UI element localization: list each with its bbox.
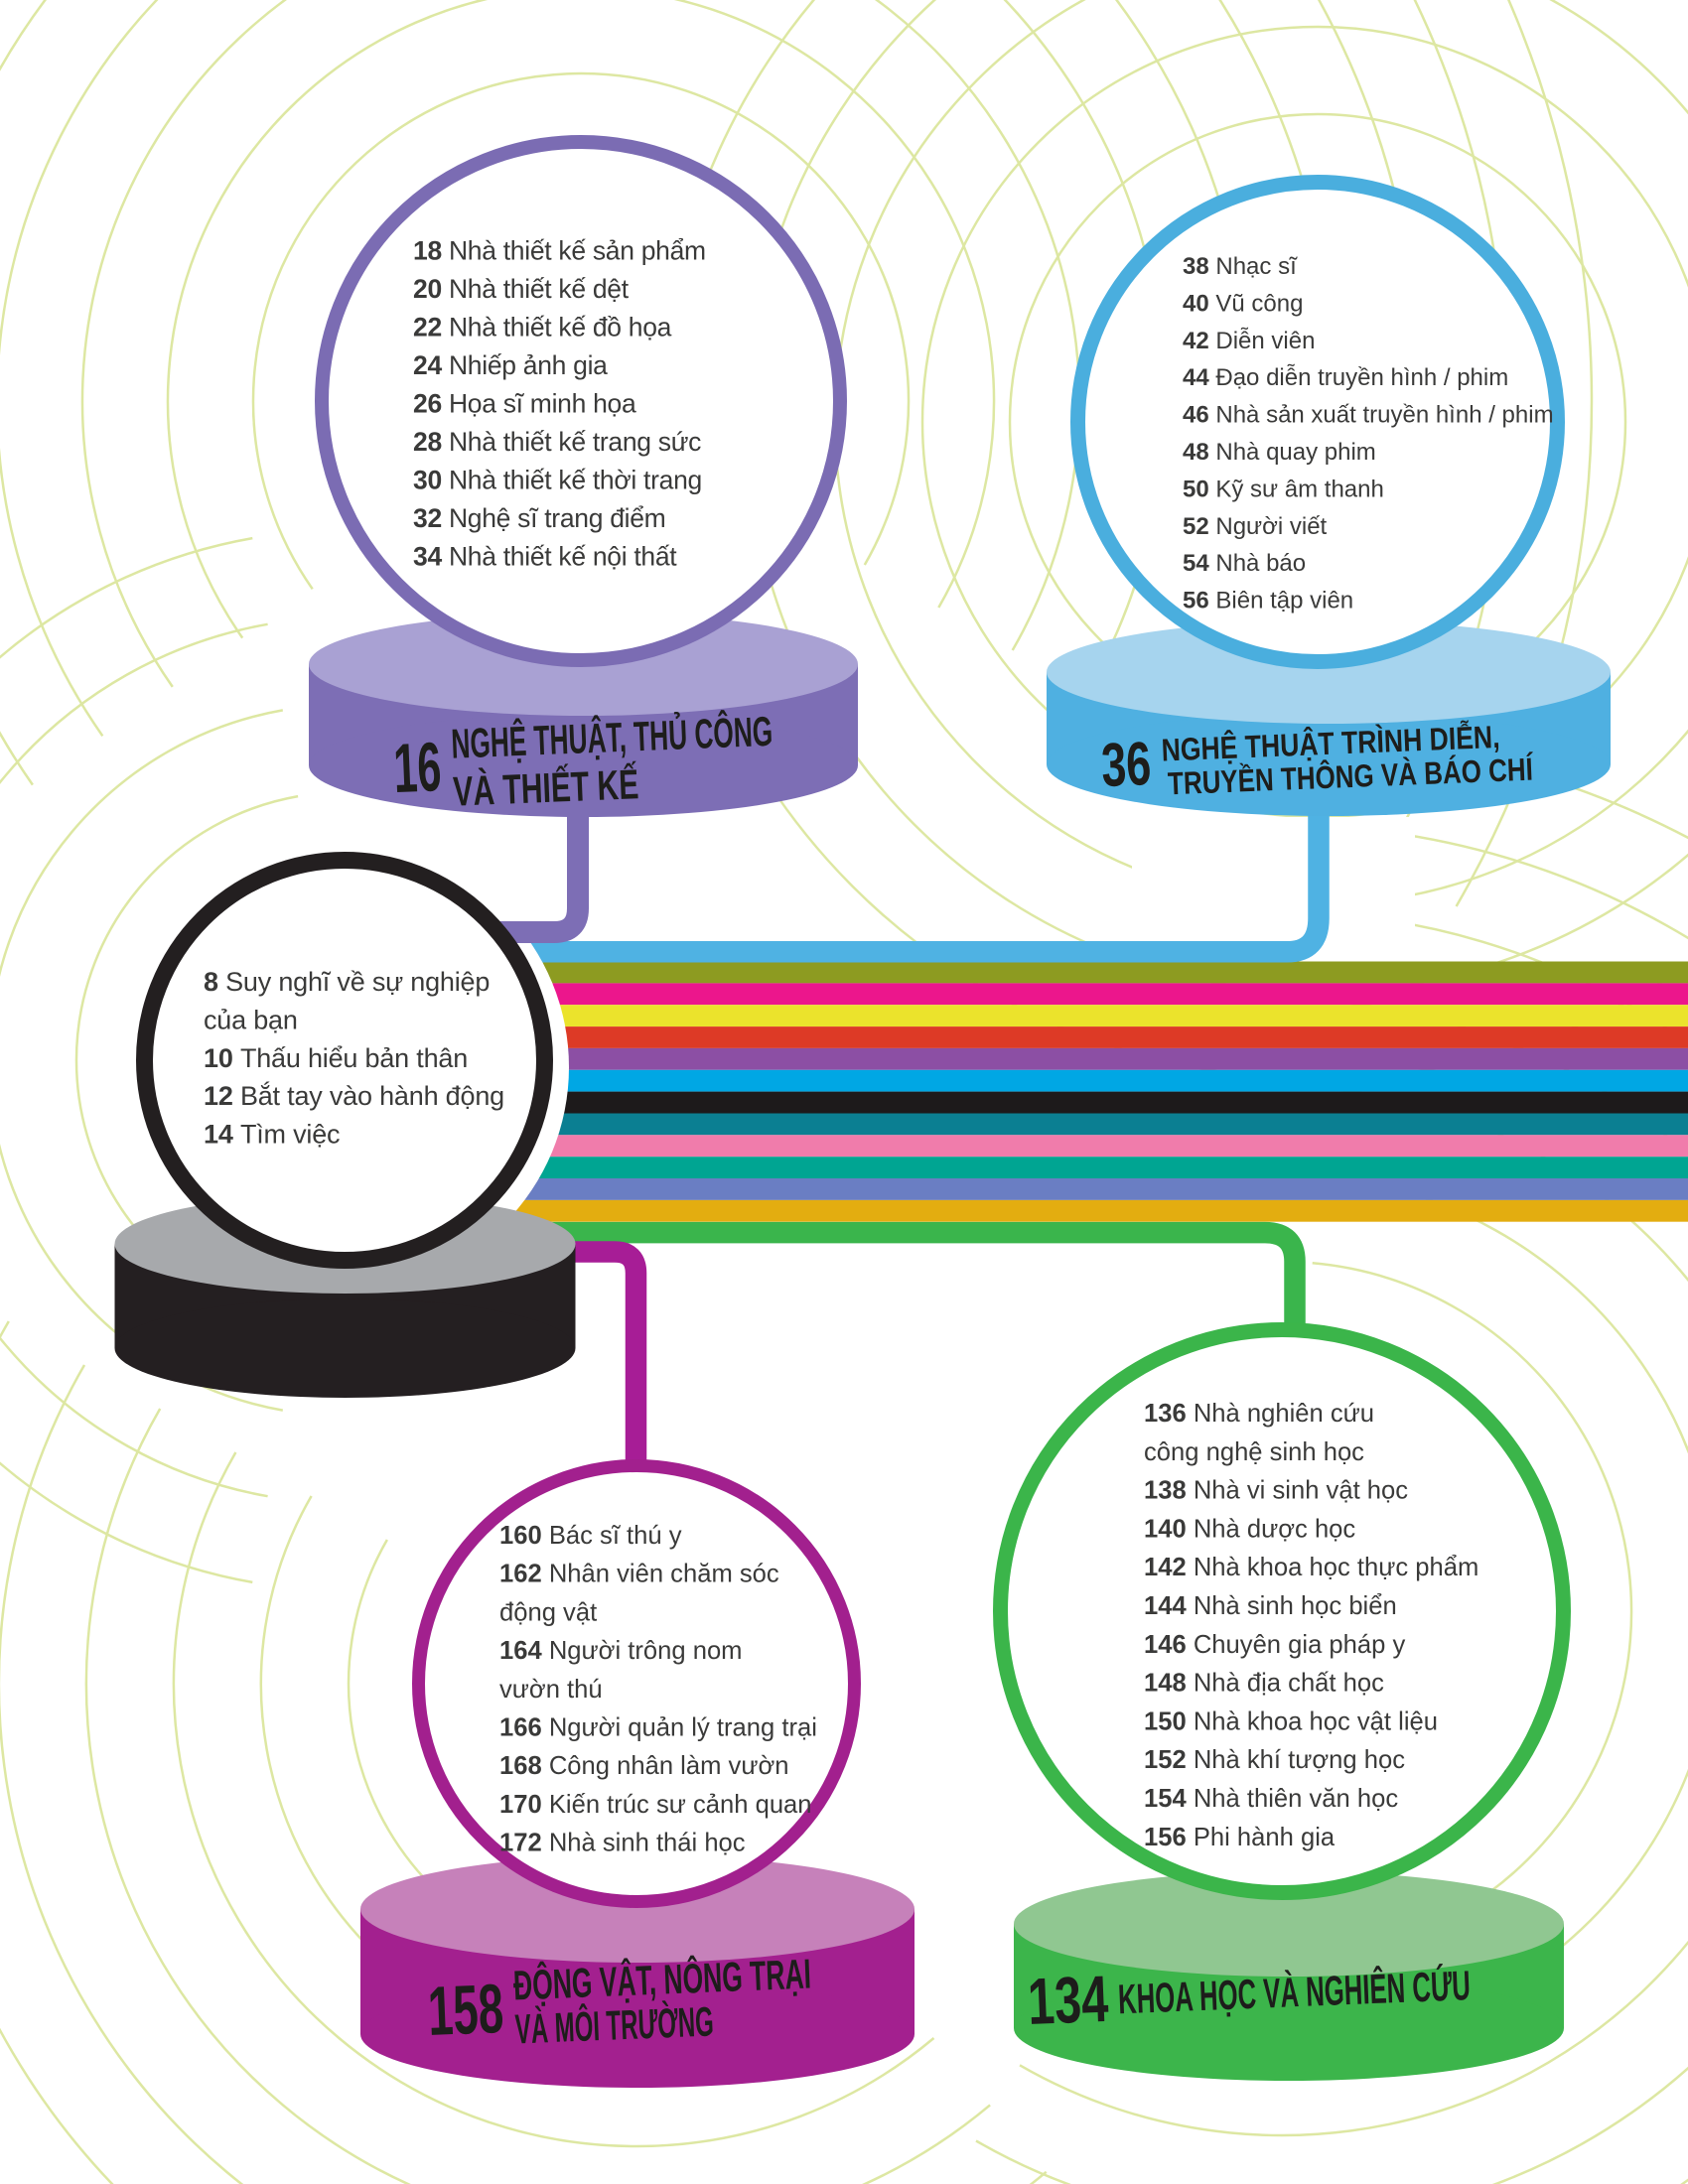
svg-text:30 Nhà thiết kế thời trang: 30 Nhà thiết kế thời trang bbox=[413, 466, 702, 495]
svg-text:22 Nhà thiết kế đồ họa: 22 Nhà thiết kế đồ họa bbox=[413, 313, 672, 342]
svg-text:40 Vũ công: 40 Vũ công bbox=[1183, 290, 1303, 317]
svg-text:36: 36 bbox=[1100, 730, 1153, 800]
svg-text:48 Nhà quay phim: 48 Nhà quay phim bbox=[1183, 439, 1376, 466]
svg-text:172 Nhà sinh thái học: 172 Nhà sinh thái học bbox=[499, 1830, 746, 1857]
svg-text:160 Bác sĩ thú y: 160 Bác sĩ thú y bbox=[499, 1522, 682, 1550]
svg-text:vườn thú: vườn thú bbox=[499, 1676, 603, 1704]
svg-text:14 Tìm việc: 14 Tìm việc bbox=[204, 1120, 340, 1150]
svg-text:156 Phi hành gia: 156 Phi hành gia bbox=[1144, 1824, 1336, 1851]
svg-text:146 Chuyên gia pháp y: 146 Chuyên gia pháp y bbox=[1144, 1631, 1405, 1659]
svg-text:144 Nhà sinh học biển: 144 Nhà sinh học biển bbox=[1144, 1592, 1397, 1620]
svg-text:của bạn: của bạn bbox=[204, 1005, 298, 1034]
svg-text:150 Nhà khoa học vật liệu: 150 Nhà khoa học vật liệu bbox=[1144, 1707, 1438, 1735]
svg-text:12 Bắt tay vào hành động: 12 Bắt tay vào hành động bbox=[204, 1080, 504, 1111]
svg-text:công nghệ sinh học: công nghệ sinh học bbox=[1144, 1438, 1364, 1466]
svg-text:34 Nhà thiết kế nội thất: 34 Nhà thiết kế nội thất bbox=[413, 542, 677, 572]
svg-text:166 Người quản lý trang trại: 166 Người quản lý trang trại bbox=[499, 1714, 817, 1742]
svg-text:158: 158 bbox=[426, 1970, 504, 2050]
svg-text:164 Người trông nom: 164 Người trông nom bbox=[499, 1637, 743, 1665]
svg-text:26 Họa sĩ minh họa: 26 Họa sĩ minh họa bbox=[413, 389, 636, 419]
svg-text:140 Nhà dược học: 140 Nhà dược học bbox=[1144, 1515, 1355, 1543]
svg-text:16: 16 bbox=[392, 728, 443, 807]
svg-text:44 Đạo diễn truyền hình / phim: 44 Đạo diễn truyền hình / phim bbox=[1183, 364, 1508, 391]
svg-text:VÀ MÔI TRƯỜNG: VÀ MÔI TRƯỜNG bbox=[514, 1997, 715, 2053]
svg-text:154 Nhà thiên văn học: 154 Nhà thiên văn học bbox=[1144, 1785, 1398, 1813]
svg-text:168 Công nhân làm vườn: 168 Công nhân làm vườn bbox=[499, 1752, 788, 1780]
svg-text:152 Nhà khí tượng học: 152 Nhà khí tượng học bbox=[1144, 1746, 1405, 1774]
svg-text:24 Nhiếp ảnh gia: 24 Nhiếp ảnh gia bbox=[413, 350, 608, 380]
svg-text:động vật: động vật bbox=[499, 1598, 597, 1626]
svg-text:54 Nhà báo: 54 Nhà báo bbox=[1183, 550, 1306, 577]
svg-text:162 Nhân viên chăm sóc: 162 Nhân viên chăm sóc bbox=[499, 1561, 779, 1588]
svg-text:52 Người viết: 52 Người viết bbox=[1183, 513, 1328, 540]
svg-text:138 Nhà vi sinh vật học: 138 Nhà vi sinh vật học bbox=[1144, 1477, 1408, 1505]
svg-text:8 Suy nghĩ về sự nghiệp: 8 Suy nghĩ về sự nghiệp bbox=[204, 967, 490, 997]
svg-text:32 Nghệ sĩ trang điểm: 32 Nghệ sĩ trang điểm bbox=[413, 503, 665, 533]
svg-text:42 Diễn viên: 42 Diễn viên bbox=[1183, 328, 1315, 354]
svg-text:46 Nhà sản xuất truyền hình /: 46 Nhà sản xuất truyền hình / phim bbox=[1183, 402, 1554, 429]
svg-text:VÀ THIẾT KẾ: VÀ THIẾT KẾ bbox=[452, 760, 639, 814]
svg-text:134: 134 bbox=[1027, 1962, 1110, 2038]
svg-text:38 Nhạc sĩ: 38 Nhạc sĩ bbox=[1183, 253, 1298, 280]
svg-text:20 Nhà thiết kế dệt: 20 Nhà thiết kế dệt bbox=[413, 274, 630, 304]
svg-text:10 Thấu hiểu bản thân: 10 Thấu hiểu bản thân bbox=[204, 1043, 468, 1073]
svg-text:50 Kỹ sư âm thanh: 50 Kỹ sư âm thanh bbox=[1183, 476, 1384, 502]
svg-text:18 Nhà thiết kế sản phẩm: 18 Nhà thiết kế sản phẩm bbox=[413, 236, 706, 266]
svg-text:148 Nhà địa chất học: 148 Nhà địa chất học bbox=[1144, 1670, 1384, 1698]
svg-text:56 Biên tập viên: 56 Biên tập viên bbox=[1183, 588, 1353, 614]
svg-text:170 Kiến trúc sư cảnh quan: 170 Kiến trúc sư cảnh quan bbox=[499, 1791, 812, 1819]
svg-text:28 Nhà thiết kế trang sức: 28 Nhà thiết kế trang sức bbox=[413, 427, 701, 457]
svg-text:142 Nhà khoa học thực phẩm: 142 Nhà khoa học thực phẩm bbox=[1144, 1554, 1478, 1581]
svg-text:136 Nhà nghiên cứu: 136 Nhà nghiên cứu bbox=[1144, 1400, 1374, 1428]
